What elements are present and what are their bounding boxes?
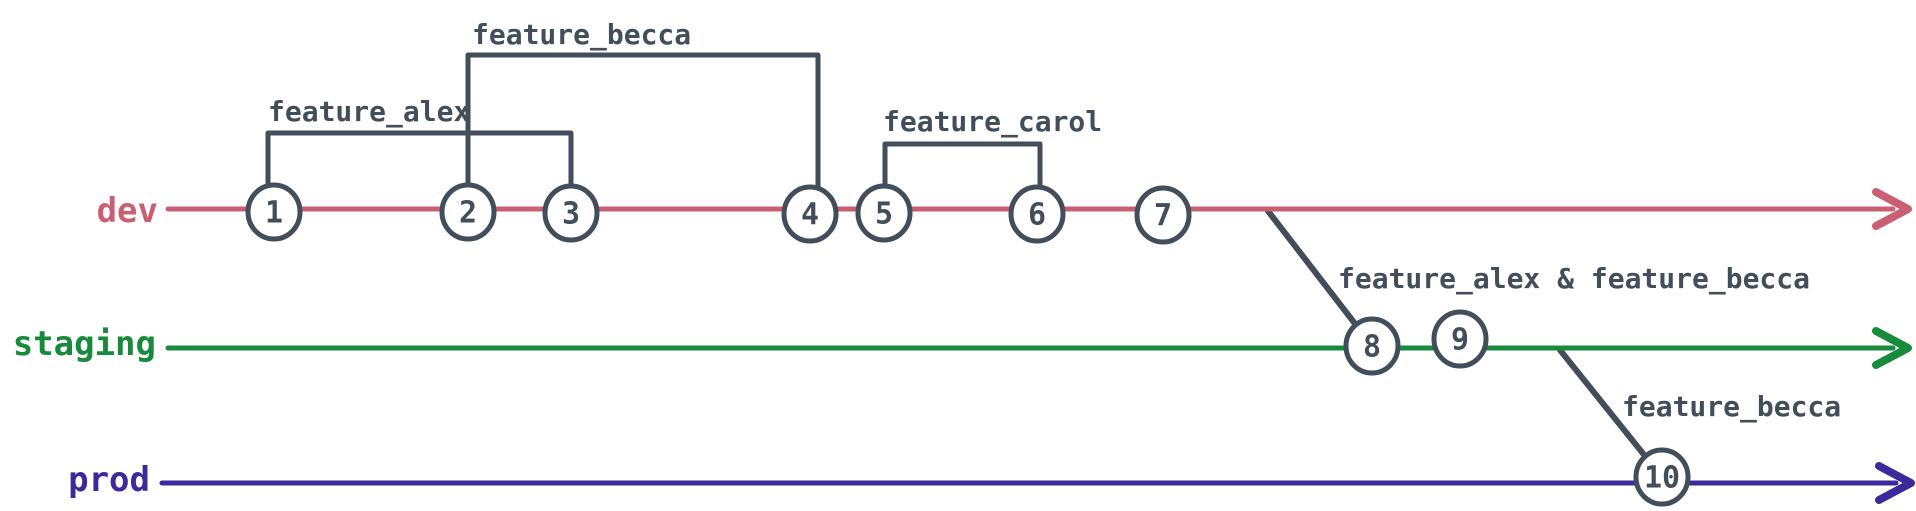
commit-circle-6: [1008, 184, 1066, 244]
commit-number-10: 10: [1644, 461, 1680, 496]
commit-number-9: 9: [1451, 323, 1469, 358]
branch-arrowhead-prod: [1875, 462, 1915, 504]
branch-arrowhead-dev: [1872, 188, 1912, 230]
feature-bracket-label-feature_becca: feature_becca: [472, 18, 691, 51]
merge-label-1: feature_becca: [1622, 390, 1841, 423]
branch-label-dev: dev: [97, 191, 158, 231]
commit-number-3: 3: [562, 197, 580, 232]
commit-circle-8: [1343, 316, 1401, 376]
commit-number-2: 2: [459, 196, 477, 231]
merge-label-0: feature_alex & feature_becca: [1338, 262, 1810, 295]
commit-circle-1: [245, 182, 303, 242]
commit-number-4: 4: [801, 198, 819, 233]
commit-number-6: 6: [1028, 198, 1046, 233]
branch-label-staging: staging: [13, 324, 156, 364]
commit-number-1: 1: [265, 196, 283, 231]
feature-bracket-feature_becca: [465, 52, 821, 194]
branch-label-prod: prod: [68, 460, 150, 500]
commit-circle-9: [1431, 309, 1489, 369]
commit-number-7: 7: [1154, 199, 1172, 234]
feature-bracket-label-feature_alex: feature_alex: [268, 95, 470, 128]
feature-bracket-feature_alex: [265, 130, 574, 193]
merge-line-staging-to-commit-10: [1557, 347, 1648, 459]
merge-line-dev-to-commit-8: [1265, 208, 1359, 328]
branch-arrowhead-staging: [1872, 327, 1912, 369]
commit-circle-3: [542, 183, 600, 243]
commit-circle-4: [781, 184, 839, 244]
commit-number-8: 8: [1363, 330, 1381, 365]
commit-circle-10: [1633, 447, 1691, 507]
commit-number-5: 5: [875, 197, 893, 232]
commit-circle-5: [855, 183, 913, 243]
feature-bracket-label-feature_carol: feature_carol: [883, 105, 1102, 138]
commit-circle-2: [439, 182, 497, 242]
feature-bracket-feature_carol: [882, 141, 1043, 193]
commit-circle-7: [1134, 185, 1192, 245]
